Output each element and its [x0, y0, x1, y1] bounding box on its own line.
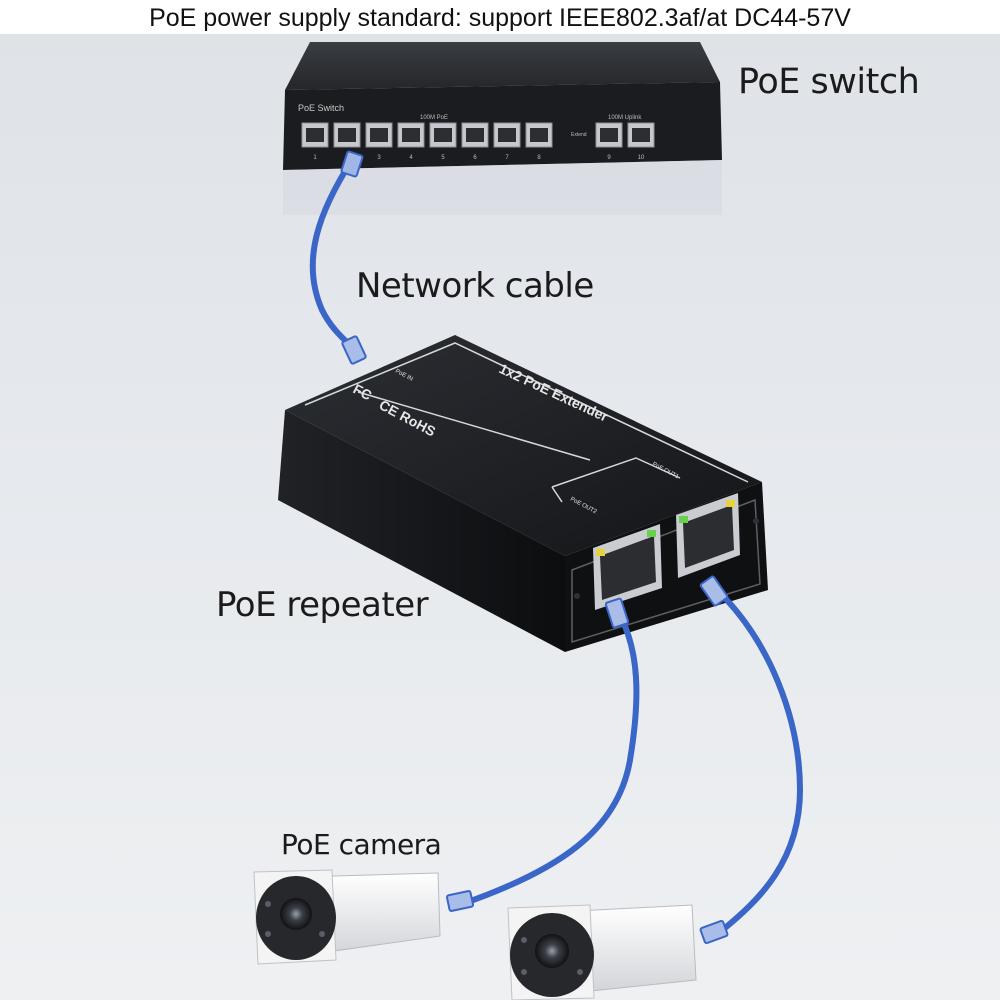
label-poe-switch: PoE switch	[738, 62, 920, 102]
led-green-icon	[647, 530, 656, 537]
switch-port-number: 4	[409, 155, 413, 161]
switch-extend-label: Extend	[571, 132, 587, 138]
poe-switch: PoE Switch 100M PoE 100M Uplink Extend 1…	[283, 42, 722, 215]
network-cable-3	[712, 585, 804, 935]
switch-port-socket	[530, 128, 548, 142]
extender-port-out2	[593, 524, 662, 610]
switch-port-number: 9	[607, 155, 611, 161]
label-poe-repeater: PoE repeater	[216, 585, 429, 625]
switch-port-socket	[402, 128, 420, 142]
extender-top	[285, 335, 762, 556]
switch-port-number: 1	[313, 155, 317, 161]
switch-brand-label: PoE Switch	[298, 103, 344, 113]
label-poe-camera: PoE camera	[281, 828, 442, 861]
switch-port-socket	[338, 128, 356, 142]
switch-poe-ports-label: 100M PoE	[420, 115, 448, 121]
extender-out-box	[551, 457, 681, 488]
switch-top	[285, 42, 720, 90]
switch-reflection	[283, 160, 722, 215]
switch-port-socket	[306, 128, 324, 142]
led-yellow-icon	[596, 549, 605, 556]
rj45-plug-camera-2	[699, 919, 729, 945]
switch-port-socket	[600, 128, 618, 142]
extender-port-out1	[676, 493, 740, 578]
led-yellow-icon	[726, 500, 735, 507]
page-title: PoE power supply standard: support IEEE8…	[0, 0, 1000, 34]
camera-lens-icon	[535, 934, 569, 968]
switch-port-socket	[498, 128, 516, 142]
network-cable-1	[309, 157, 358, 353]
extender-top-divider	[357, 391, 591, 461]
extender-fc-mark: FC	[351, 381, 375, 404]
rj45-plug-extender-in	[341, 335, 367, 365]
rj45-plug-out1	[699, 575, 729, 607]
switch-port-socket	[370, 128, 388, 142]
extender-side	[278, 410, 565, 652]
switch-port-number: 3	[377, 155, 381, 161]
switch-port-socket	[434, 128, 452, 142]
switch-port-socket	[632, 128, 650, 142]
switch-port-number: 6	[473, 155, 477, 161]
screw-icon	[574, 593, 580, 599]
switch-uplink-label: 100M Uplink	[608, 115, 642, 121]
poe-camera-1	[253, 869, 441, 965]
switch-port-number: 10	[638, 155, 645, 161]
network-cable-2	[459, 609, 640, 907]
switch-ports: 12345678910	[301, 122, 655, 161]
switch-port-socket	[466, 128, 484, 142]
switch-port-number: 5	[441, 155, 445, 161]
screw-icon	[753, 518, 759, 524]
switch-port-number: 7	[505, 155, 509, 161]
label-network-cable: Network cable	[356, 266, 594, 306]
rj45-plug-camera-1	[445, 890, 475, 912]
rj45-plug-switch	[340, 150, 364, 178]
poe-camera-2	[507, 904, 697, 1000]
extender-top-border	[304, 342, 749, 483]
rj45-plug-out2	[604, 597, 630, 629]
switch-port-number: 8	[537, 155, 541, 161]
camera-lens-icon	[280, 898, 312, 930]
led-green-icon	[679, 516, 688, 523]
